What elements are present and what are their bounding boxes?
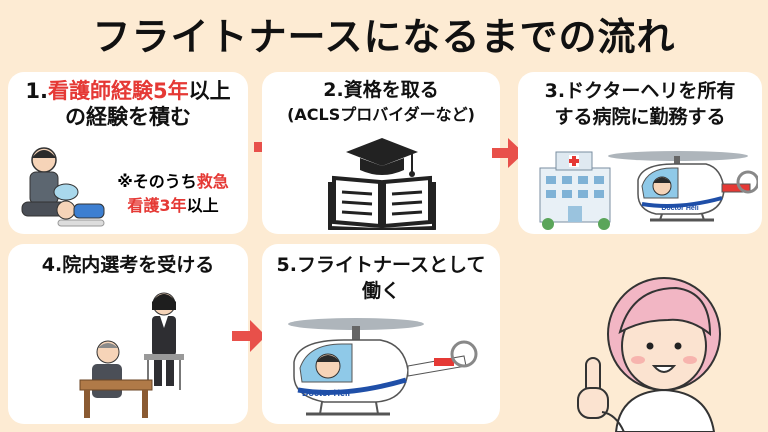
step-card-3: 3.ドクターヘリを所有 する病院に勤務する Doctor Heli	[518, 72, 762, 234]
arrow-right-icon-3	[232, 320, 266, 352]
step-3-heli-text: Doctor Heli	[661, 205, 698, 212]
step-2-label: 2.資格を取る (ACLSプロバイダーなど)	[262, 78, 500, 127]
interview-icon	[79, 292, 184, 418]
step-2-line1: 2.資格を取る	[323, 79, 439, 101]
step-5-line2: 働く	[361, 280, 400, 302]
step-1-label: 1.看護師経験5年以上 の経験を積む	[8, 78, 248, 130]
step-3-line2: する病院に勤務する	[554, 106, 726, 128]
nurse-pointing-icon	[577, 277, 721, 432]
step-4-label: 4.院内選考を受ける	[8, 252, 248, 278]
step-1-suffix: 以上	[188, 79, 231, 103]
step-5-heli-text: Doctor Heli	[302, 388, 350, 398]
step-2-line2: (ACLSプロバイダーなど)	[287, 105, 475, 124]
step-1-note: ※そのうち救急 看護3年以上	[100, 170, 246, 218]
arrow-right-icon-2	[492, 138, 524, 168]
helicopter-icon: Doctor Heli	[288, 318, 478, 416]
step-1-highlight: 看護師経験5年	[47, 79, 189, 103]
step-card-5: 5.フライトナースとして 働く Doctor Heli	[262, 244, 500, 424]
step-3-label: 3.ドクターヘリを所有 する病院に勤務する	[518, 78, 762, 130]
step-1-note-highlight: 救急	[196, 172, 229, 191]
hospital-helicopter-icon: Doctor Heli	[539, 151, 758, 230]
step-1-note-highlight2: 看護3年	[127, 196, 187, 215]
graduation-book-icon	[328, 138, 436, 230]
step-3-line1: 3.ドクターヘリを所有	[544, 80, 736, 102]
step-card-4: 4.院内選考を受ける	[8, 244, 248, 424]
nurse-emergency-icon	[21, 147, 105, 227]
step-card-2: 2.資格を取る (ACLSプロバイダーなど)	[262, 72, 500, 234]
step-card-1: 1.看護師経験5年以上 の経験を積む ※そのうち救急 看護3年以上	[8, 72, 248, 234]
step-5-label: 5.フライトナースとして 働く	[262, 252, 500, 304]
step-1-number: 1.	[25, 79, 48, 103]
page-title: フライトナースになるまでの流れ	[92, 15, 676, 59]
step-1-note-prefix: ※そのうち	[117, 172, 197, 191]
step-4-line1: 4.院内選考を受ける	[41, 254, 215, 276]
step-5-line1: 5.フライトナースとして	[276, 254, 486, 276]
step-1-line2: の経験を積む	[65, 105, 191, 129]
step-1-note-suffix: 以上	[186, 196, 219, 215]
